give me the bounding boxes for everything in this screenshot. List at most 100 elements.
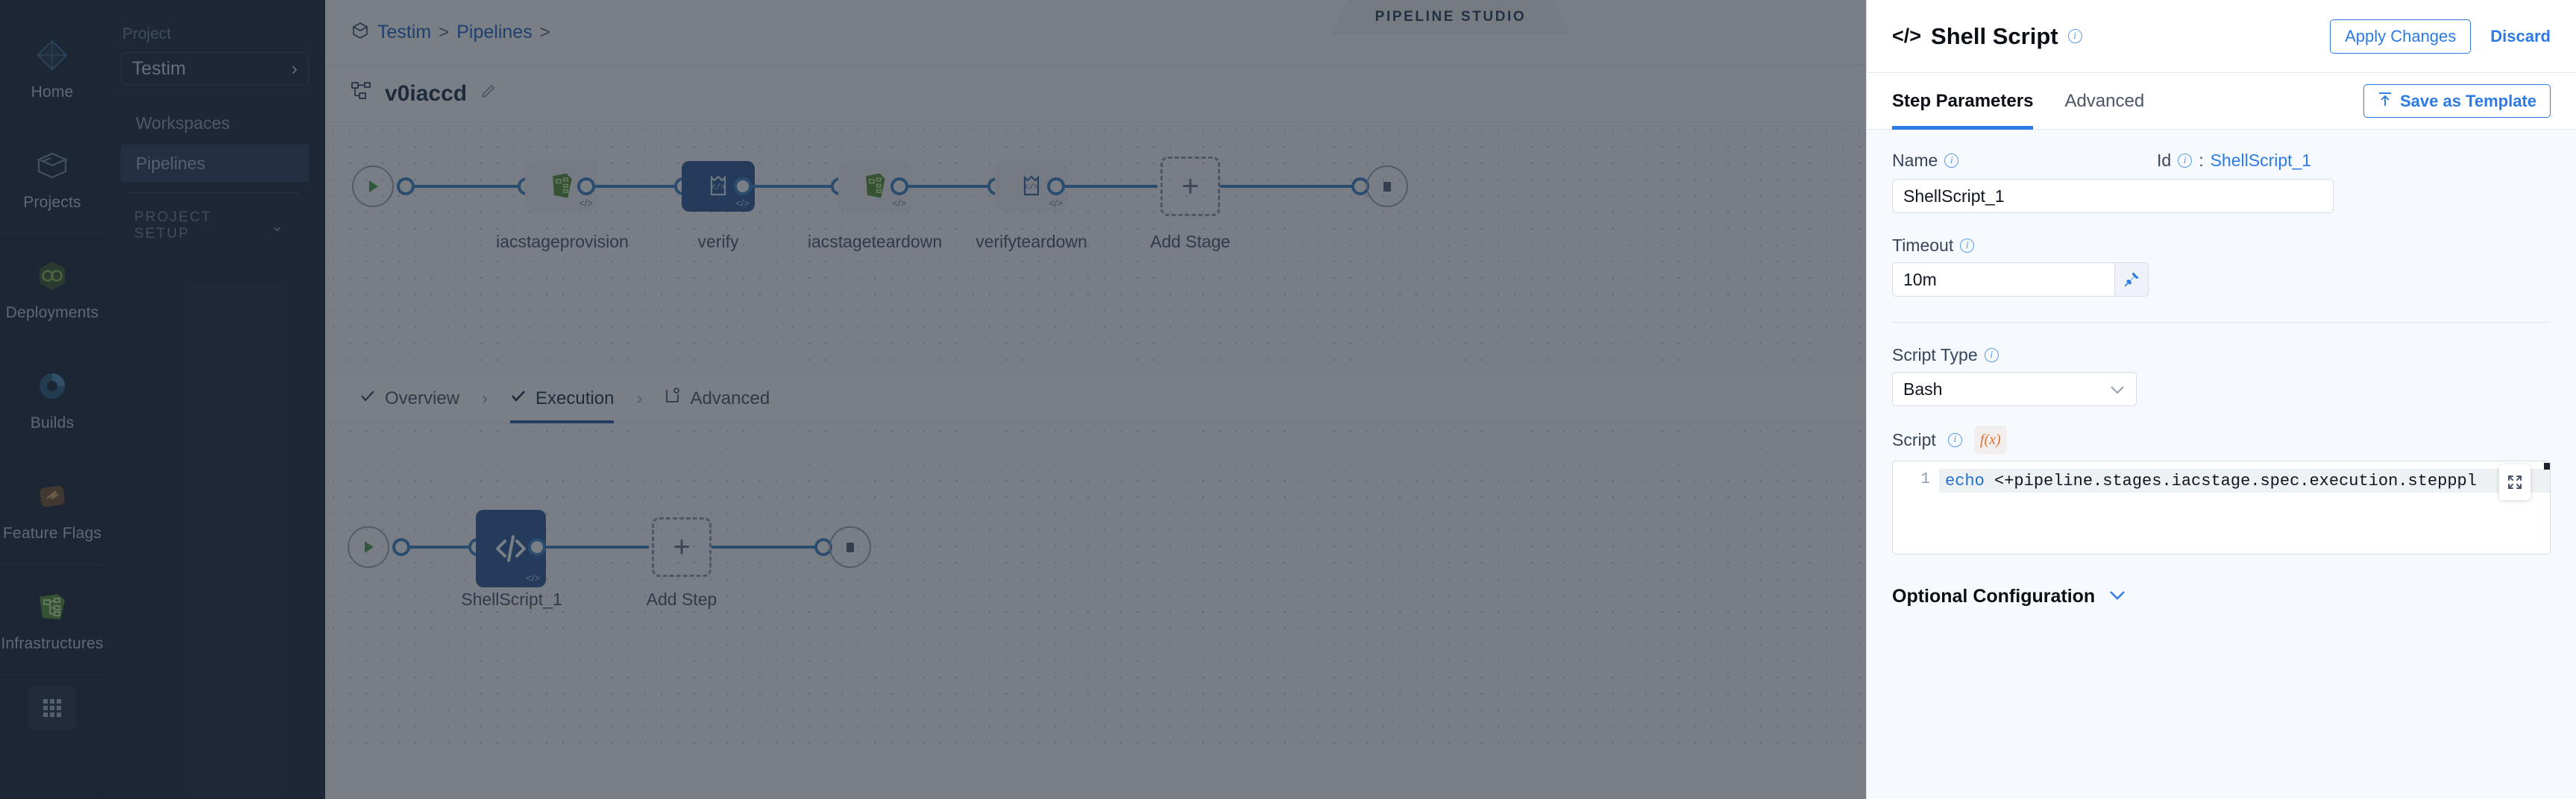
nav-item-feature-flags[interactable]: Feature Flags [0,455,104,565]
add-step-button[interactable]: + [652,517,711,577]
infrastructures-icon [33,587,72,626]
feature-flags-icon [33,477,72,516]
expand-arrows-icon[interactable] [2499,464,2531,500]
tab-step-parameters[interactable]: Step Parameters [1892,73,2033,130]
script-type-value: Bash [1903,379,1943,399]
deployments-infinity-icon [33,256,72,295]
breadcrumb-link-project[interactable]: Testim [377,22,432,42]
project-sidebar: Project Testim › Workspaces Pipelines PR… [104,0,325,799]
info-icon[interactable]: i [1944,154,1959,168]
tab-label: Execution [535,388,615,408]
project-setup-section[interactable]: PROJECT SETUP ⌄ [121,209,309,242]
timeout-input[interactable]: 10m [1892,262,2114,297]
connector-dot [890,177,908,195]
stage-type-icon: </> [579,198,593,209]
stage-node-label: verify [697,232,739,251]
code-line-number: 1 [1920,471,1930,488]
main-nav-rail: Home Projects Deployments [0,0,104,799]
step-id-display: Id i : ShellScript_1 [2157,151,2311,171]
drawer-tabs: Step Parameters Advanced Save as Templat… [1867,73,2576,130]
apps-grid-icon[interactable] [28,686,76,730]
code-scrollbar[interactable] [2544,463,2550,470]
save-as-template-button[interactable]: Save as Template [2363,84,2551,118]
connector-dot [392,538,410,556]
code-tail: ppl [2447,471,2477,490]
code-rest: <+pipeline.stages.iacstage.spec.executio… [1984,471,2448,490]
add-stage-label: Add Stage [1150,232,1231,251]
sidebar-item-pipelines[interactable]: Pipelines [121,145,309,182]
connector-line [1064,185,1157,188]
projects-box-icon [33,146,72,185]
pencil-edit-icon[interactable] [479,83,497,104]
project-selector[interactable]: Testim › [121,52,309,85]
info-icon[interactable]: i [1947,432,1962,447]
sidebar-item-label: Workspaces [136,113,230,133]
tab-overview[interactable]: Overview [359,374,459,423]
nav-item-home[interactable]: Home [0,13,104,124]
pipeline-start-icon [352,165,394,207]
nav-item-label: Deployments [5,304,99,321]
name-field-label-group: Name i [1892,151,2157,171]
check-icon [359,388,376,409]
step-end-icon [829,526,871,568]
chevron-down-icon [2108,590,2126,604]
timeout-field-label-group: Timeout i [1892,236,2551,256]
sidebar-item-workspaces[interactable]: Workspaces [121,104,309,142]
tab-execution[interactable]: Execution [510,374,614,423]
info-icon[interactable]: i [2178,154,2193,168]
stage-node-label: verifyteardown [976,232,1087,251]
stage-node-label: iacstageprovision [496,232,629,251]
connector-dot [397,177,415,195]
home-diamond-icon [33,36,72,75]
script-type-select[interactable]: Bash [1892,372,2137,406]
script-type-field-label-group: Script Type i [1892,345,2551,365]
project-setup-label: PROJECT SETUP [134,209,212,241]
advanced-gear-card-icon [665,387,681,410]
apply-changes-button[interactable]: Apply Changes [2330,19,2472,54]
timeout-field: 10m [1892,262,2149,297]
info-icon[interactable]: i [1984,348,1999,362]
nav-item-infrastructures[interactable]: Infrastructures [0,565,104,675]
optional-configuration-section[interactable]: Optional Configuration [1892,586,2551,607]
connector-dot [528,538,546,556]
add-stage-button[interactable]: + [1160,157,1220,216]
connector-line [544,546,649,549]
nav-item-deployments[interactable]: Deployments [0,234,104,344]
breadcrumb-link-pipelines[interactable]: Pipelines [456,22,533,42]
pipeline-studio-label: PIPELINE STUDIO [1375,9,1527,25]
connector-dot [734,177,752,195]
tab-separator-icon: › [482,388,489,408]
nav-item-builds[interactable]: Builds [0,344,104,455]
info-icon[interactable]: i [1960,239,1975,253]
breadcrumb-separator: > [439,22,450,42]
expression-fx-button[interactable]: f(x) [1973,426,2007,454]
script-code-editor[interactable]: 1 echo <+pipeline.stages.iacstage.spec.e… [1892,461,2551,555]
project-label: Project [122,25,172,42]
pin-icon[interactable] [2114,262,2149,297]
sidebar-divider [130,192,300,193]
discard-button[interactable]: Discard [2490,26,2551,45]
save-template-icon [2378,91,2393,111]
chevron-down-icon [2109,379,2126,400]
id-value: ShellScript_1 [2210,151,2312,170]
breadcrumb-separator: > [539,22,550,42]
name-input[interactable]: ShellScript_1 [1892,179,2334,213]
info-icon[interactable]: i [2067,29,2082,43]
tab-advanced[interactable]: Advanced [665,374,770,423]
connector-line [413,185,519,188]
pipeline-title-group: v0iaccd [351,80,497,107]
connector-line [1220,185,1353,188]
tab-advanced[interactable]: Advanced [2064,90,2145,111]
code-line[interactable]: echo <+pipeline.stages.iacstage.spec.exe… [1939,469,2550,493]
id-label: Id [2157,151,2172,170]
code-brackets-icon: </> [1892,25,1922,47]
section-divider [1892,322,2551,323]
tab-label: Advanced [690,388,770,408]
project-nav: Workspaces Pipelines [121,104,309,182]
drawer-actions: Apply Changes Discard [2330,19,2551,54]
svg-text:</>: </> [711,183,726,192]
nav-item-projects[interactable]: Projects [0,124,104,234]
script-field-label-group: Script i f(x) [1892,426,2551,454]
connector-line [711,546,816,549]
